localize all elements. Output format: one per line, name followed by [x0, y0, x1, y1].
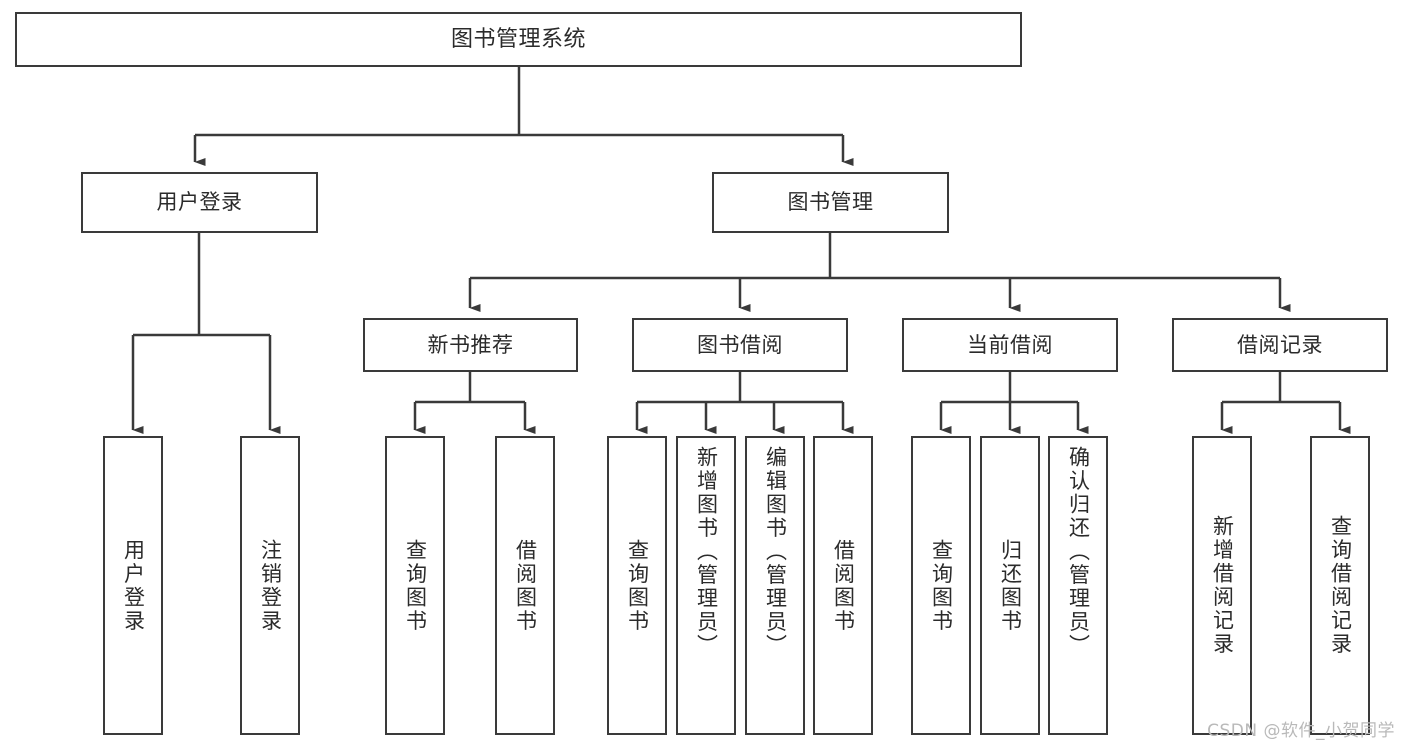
node-borrow-record[interactable]: 借阅记录 — [1172, 318, 1388, 372]
leaf-current-return-book[interactable]: 归还图书 — [980, 436, 1040, 735]
leaf-borrow-edit-book-admin[interactable]: 编辑图书（管理员） — [745, 436, 805, 735]
leaf-record-query-borrow-record[interactable]: 查询借阅记录 — [1310, 436, 1370, 735]
leaf-current-query-book[interactable]: 查询图书 — [911, 436, 971, 735]
node-label: 查询图书 — [403, 538, 428, 633]
node-label: 图书管理 — [787, 190, 874, 215]
node-label: 新增图书（管理员） — [694, 446, 719, 658]
node-user-login[interactable]: 用户登录 — [81, 172, 318, 233]
node-label: 新增借阅记录 — [1210, 515, 1235, 656]
leaf-recommend-borrow-book[interactable]: 借阅图书 — [495, 436, 555, 735]
node-label: 新书推荐 — [427, 332, 514, 357]
node-label: 查询借阅记录 — [1328, 515, 1353, 656]
node-label: 注销登录 — [258, 538, 283, 633]
node-label: 借阅图书 — [831, 538, 856, 633]
node-label: 查询图书 — [929, 538, 954, 633]
node-label: 确认归还（管理员） — [1066, 446, 1091, 658]
node-label: 用户登录 — [156, 190, 243, 215]
watermark-text: CSDN @软件_小贺同学 — [1207, 721, 1395, 741]
leaf-user-login[interactable]: 用户登录 — [103, 436, 163, 735]
node-label: 图书管理系统 — [450, 26, 586, 52]
leaf-user-logout[interactable]: 注销登录 — [240, 436, 300, 735]
node-book-borrow[interactable]: 图书借阅 — [632, 318, 848, 372]
node-current-borrow[interactable]: 当前借阅 — [902, 318, 1118, 372]
leaf-record-add-borrow-record[interactable]: 新增借阅记录 — [1192, 436, 1252, 735]
leaf-recommend-query-book[interactable]: 查询图书 — [385, 436, 445, 735]
leaf-borrow-query-book[interactable]: 查询图书 — [607, 436, 667, 735]
node-new-book-recommend[interactable]: 新书推荐 — [363, 318, 578, 372]
node-label: 借阅记录 — [1237, 332, 1323, 357]
leaf-borrow-add-book-admin[interactable]: 新增图书（管理员） — [676, 436, 736, 735]
node-root-图书管理系统[interactable]: 图书管理系统 — [15, 12, 1022, 67]
node-label: 当前借阅 — [967, 332, 1053, 357]
leaf-current-confirm-return-admin[interactable]: 确认归还（管理员） — [1048, 436, 1108, 735]
node-label: 查询图书 — [625, 538, 650, 633]
node-label: 图书借阅 — [697, 332, 783, 357]
node-book-manage[interactable]: 图书管理 — [712, 172, 949, 233]
node-label: 借阅图书 — [513, 538, 538, 633]
leaf-borrow-lend-book[interactable]: 借阅图书 — [813, 436, 873, 735]
node-label: 用户登录 — [121, 538, 146, 633]
node-label: 编辑图书（管理员） — [763, 446, 788, 658]
node-label: 归还图书 — [998, 538, 1023, 633]
